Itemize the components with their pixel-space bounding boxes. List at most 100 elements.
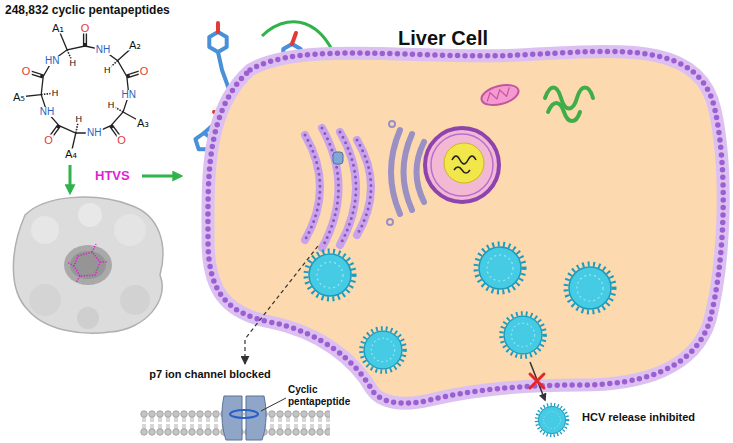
atom-label: O (139, 66, 150, 77)
protein-surface (13, 197, 163, 333)
nucleus (444, 143, 484, 183)
flow-arrow (69, 165, 72, 192)
atom-label: O (116, 135, 127, 146)
side-chain-bond (19, 28, 143, 154)
peptide-structure (41, 46, 129, 133)
endoplasmic-reticulum (305, 128, 371, 248)
hcv-virion (476, 244, 524, 292)
callout-label: Cyclic pentapeptide (288, 384, 358, 407)
leader-line (261, 398, 286, 411)
docked-peptide (67, 244, 108, 283)
hcv-virion (538, 406, 565, 433)
carbonyl-bond (26, 28, 144, 140)
outcome-label: HCV release inhibited (582, 412, 695, 423)
zoom-connector (244, 340, 245, 364)
protein-surface (29, 284, 61, 316)
protein-surface (70, 251, 106, 279)
nucleus (425, 128, 499, 202)
golgi-apparatus (404, 134, 413, 210)
flow-arrow (142, 175, 180, 178)
hcv-virion (501, 313, 544, 356)
hcv-virion (371, 338, 394, 361)
hcv-virion (566, 264, 614, 312)
atom-label: O (21, 66, 32, 77)
golgi-apparatus (387, 121, 424, 225)
peptide-3d-model (216, 23, 220, 32)
step-label: HTVS (95, 169, 130, 182)
protein-surface (13, 197, 163, 333)
atom-label: H (51, 89, 60, 98)
golgi-apparatus (417, 142, 425, 202)
protein-surface (114, 214, 146, 246)
hcv-virion (479, 247, 521, 289)
peptide-structure (19, 28, 144, 154)
protein-surface (120, 285, 150, 315)
hcv-virion (511, 323, 534, 346)
node-heading: p7 ion channel blocked (139, 368, 281, 381)
mitochondrion (479, 81, 520, 108)
atom-label: H (107, 101, 116, 110)
peptide-3d-model (292, 33, 296, 44)
zoom-line (245, 246, 318, 339)
atom-label: HN (121, 90, 137, 100)
protein-surface (31, 216, 59, 244)
hcv-virion (536, 404, 567, 435)
hcv-virion (536, 404, 567, 435)
residue-label: A₂ (128, 40, 142, 51)
node-heading: Liver Cell (398, 26, 488, 50)
nucleus (452, 156, 476, 173)
p7-channel-icon (333, 152, 343, 164)
hcv-virion (569, 267, 611, 309)
hcv-virion (566, 264, 614, 312)
hashed-bond (41, 50, 123, 133)
endoplasmic-reticulum (322, 128, 339, 248)
block-cross (530, 374, 544, 388)
atom-label: NH (95, 45, 111, 55)
hcv-virion (504, 316, 542, 354)
node-heading: 248,832 cyclic pentapeptides (5, 3, 170, 17)
atom-label: NH (39, 107, 55, 117)
nucleus (431, 134, 493, 196)
hcv-virion (476, 244, 524, 292)
cell-region: Liver Cell (205, 18, 728, 340)
hcv-virion (364, 331, 402, 369)
channel-inset-box: p7 ion channel blocked (135, 364, 285, 440)
protein-surface (64, 245, 112, 285)
hcv-virion (361, 328, 404, 371)
hcv-virion (317, 262, 343, 288)
atom-label: O (43, 135, 54, 146)
cell-membrane (208, 51, 723, 403)
hcv-virion (487, 255, 513, 281)
hcv-virion (306, 251, 354, 299)
library-heading-box: 248,832 cyclic pentapeptides (3, 1, 172, 19)
protein-surface (77, 307, 99, 329)
hcv-virion (501, 313, 544, 356)
mitochondrion (485, 87, 511, 101)
cell-membrane (208, 51, 723, 403)
smooth-er (545, 88, 593, 122)
atom-label: H (69, 58, 78, 67)
membrane-inset (230, 410, 258, 418)
nucleus (425, 128, 499, 202)
hcv-virion (306, 251, 354, 299)
protein-surface (78, 203, 102, 227)
cell-membrane (208, 51, 723, 403)
atom-label: H (103, 66, 112, 75)
mitochondrion (479, 81, 520, 108)
smooth-er (548, 103, 580, 121)
docked-peptide (74, 252, 100, 276)
golgi-apparatus (391, 130, 400, 214)
hcv-virion (544, 412, 561, 429)
block-cross (530, 374, 544, 388)
peptide-3d-model (209, 32, 226, 52)
golgi-apparatus (389, 121, 395, 127)
residue-label: A₃ (136, 118, 150, 129)
double-bond-gap (26, 28, 144, 140)
hcv-virion (309, 254, 351, 296)
atom-label: O (80, 23, 91, 34)
hcv-virion (577, 275, 603, 301)
atom-label: H (74, 115, 83, 124)
hcv-virion (361, 328, 404, 371)
release-arrow (530, 362, 545, 400)
